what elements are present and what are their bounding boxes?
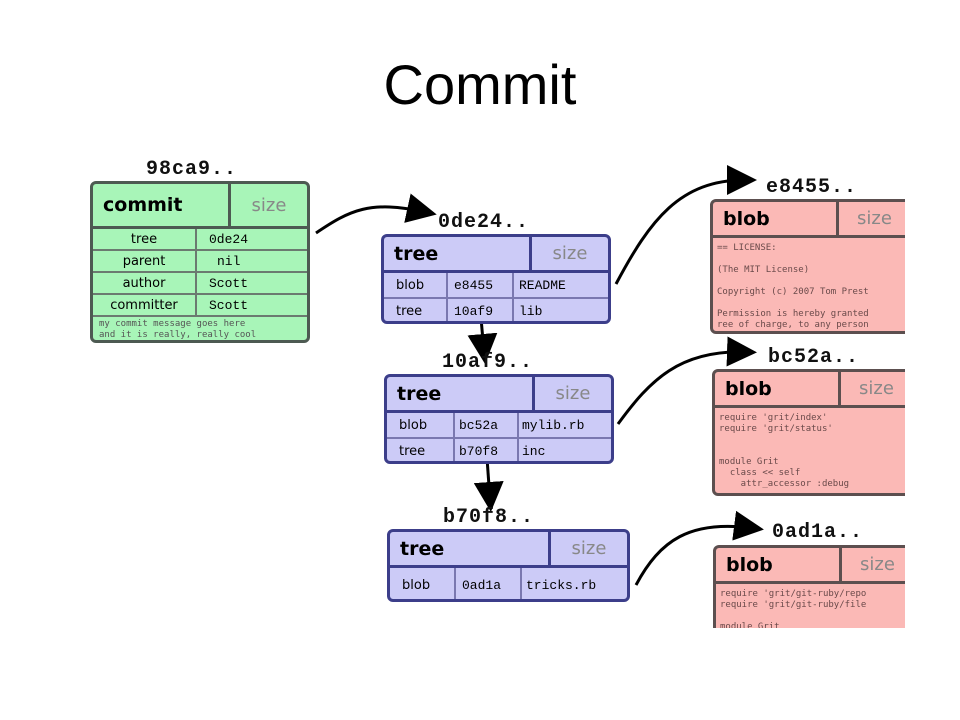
entry-sha: b70f8 [453, 439, 517, 461]
field-key: committer [110, 297, 178, 313]
entry-type: blob [396, 277, 425, 293]
blob-size-label: size [839, 548, 940, 581]
commit-message: my commit message goes here and it is re… [93, 317, 307, 340]
commit-hash: 98ca9.. [146, 158, 238, 181]
arrow-tree1-to-blob1 [614, 165, 757, 285]
commit-field-row: committer Scott [93, 295, 307, 317]
blob-hash: 0ad1a.. [772, 521, 864, 544]
entry-name: tricks.rb [520, 568, 627, 599]
blob-type-label: blob [726, 553, 773, 576]
entry-sha: e8455 [446, 273, 512, 297]
arrow-commit-to-tree [315, 193, 437, 235]
commit-object: commit size tree 0de24 parent nil author… [90, 181, 310, 343]
entry-type: blob [399, 417, 428, 433]
tree-hash: 0de24.. [438, 211, 530, 234]
tree-size-label: size [529, 237, 608, 270]
tree-hash: b70f8.. [443, 506, 535, 529]
tree-object: tree size blob e8455 README tree 10af9 l… [381, 234, 611, 324]
blob-content: require 'grit/git-ruby/repo require 'gri… [720, 589, 867, 632]
entry-name: mylib.rb [517, 413, 611, 437]
entry-name: inc [517, 439, 611, 461]
field-value: nil [195, 251, 307, 271]
blob-content: == LICENSE: (The MIT License) Copyright … [717, 243, 869, 330]
tree-entry: blob e8455 README [384, 273, 608, 299]
commit-field-row: parent nil [93, 251, 307, 273]
message-line: and it is really, really cool [99, 330, 257, 340]
blob-object: blob size require 'grit/index' require '… [712, 369, 942, 496]
field-key: parent [122, 253, 166, 269]
entry-name: lib [512, 299, 608, 321]
entry-name: README [512, 273, 608, 297]
tree-type-label: tree [394, 242, 439, 265]
blob-size-label: size [838, 372, 939, 405]
tree-size-label: size [548, 532, 627, 565]
tree-type-label: tree [400, 537, 445, 560]
commit-field-row: tree 0de24 [93, 229, 307, 251]
arrow-tree2-to-tree3 [473, 457, 504, 512]
commit-size-label: size [228, 184, 307, 226]
commit-field-row: author Scott [93, 273, 307, 295]
tree-size-label: size [532, 377, 611, 410]
field-key: author [122, 275, 166, 291]
entry-type: tree [396, 303, 423, 319]
field-value: 0de24 [195, 229, 307, 249]
crop-mask [905, 0, 960, 720]
blob-size-label: size [836, 202, 937, 235]
message-line: my commit message goes here [99, 319, 246, 329]
tree-hash: 10af9.. [442, 351, 534, 374]
entry-sha: 0ad1a [454, 568, 520, 599]
entry-sha: bc52a [453, 413, 517, 437]
blob-hash: e8455.. [766, 176, 858, 199]
tree-object: tree size blob bc52a mylib.rb tree b70f8… [384, 374, 614, 464]
slide-title: Commit [383, 53, 577, 116]
arrow-tree2-to-blob2 [616, 336, 757, 425]
field-value: Scott [195, 295, 307, 315]
tree-entry: tree b70f8 inc [387, 439, 611, 461]
entry-type: tree [399, 443, 426, 459]
tree-type-label: tree [397, 382, 442, 405]
field-key: tree [130, 231, 158, 247]
tree-entry: blob 0ad1a tricks.rb [390, 568, 627, 599]
tree-entry: blob bc52a mylib.rb [387, 413, 611, 439]
blob-type-label: blob [725, 377, 772, 400]
blob-hash: bc52a.. [768, 346, 860, 369]
blob-content: require 'grit/index' require 'grit/statu… [719, 413, 850, 489]
arrow-tree3-to-blob3 [634, 510, 764, 586]
tree-object: tree size blob 0ad1a tricks.rb [387, 529, 630, 602]
field-value: Scott [195, 273, 307, 293]
entry-sha: 10af9 [446, 299, 512, 321]
commit-type-label: commit [103, 194, 183, 216]
entry-type: blob [402, 577, 431, 593]
blob-type-label: blob [723, 207, 770, 230]
tree-entry: tree 10af9 lib [384, 299, 608, 321]
